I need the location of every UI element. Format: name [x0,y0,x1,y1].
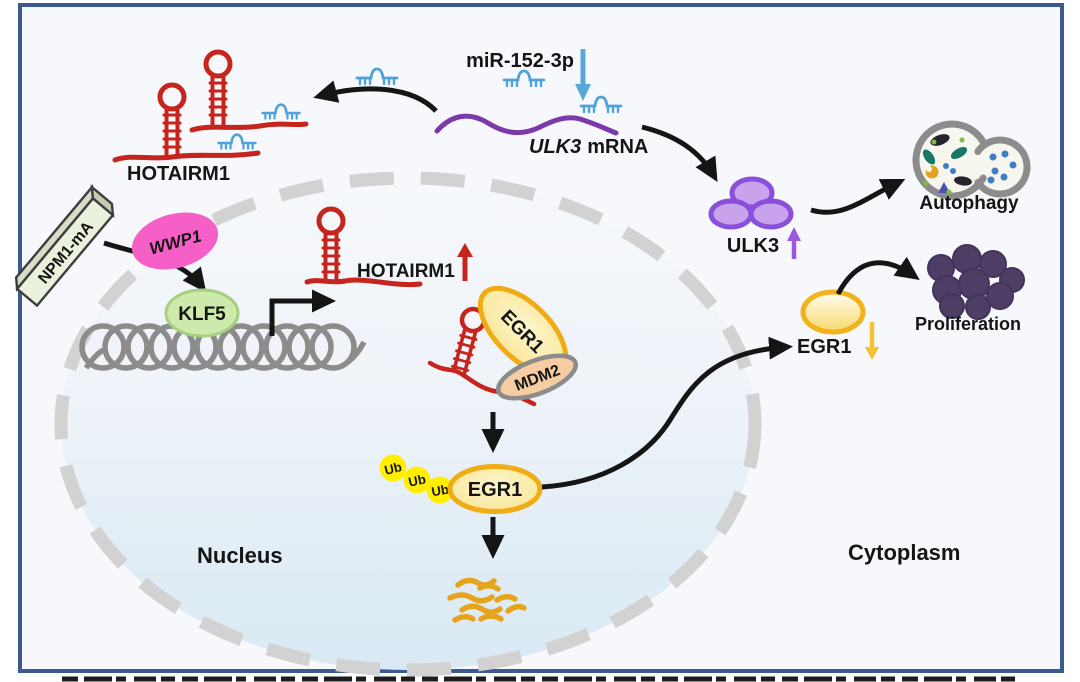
ulk3-protein [708,176,794,230]
egr1-down-arrow-icon [865,322,879,360]
egr1-complex-hairpin [427,306,537,407]
transcription-arrow [269,289,336,336]
ub-label: Ub [407,471,427,489]
hotairm1-nascent-label: HOTAIRM1 [357,261,455,282]
egr1-ub-label: EGR1 [468,479,522,501]
ub-icon [379,454,407,482]
mir152-down-arrow-icon [575,49,591,101]
egr1-bound-protein: EGR1 [477,285,569,377]
mrna-to-ulk3-arrow [641,124,718,183]
wwp1-protein: WWP1 [131,212,219,270]
egr1-cyto-label: EGR1 [797,336,851,358]
hotairm1-sponge-label: HOTAIRM1 [127,163,230,185]
ulk3-mrna-strand [434,113,619,136]
ub-icon [403,466,431,494]
egr1-export-arrow [541,336,793,490]
nucleus-label: Nucleus [197,543,283,568]
autophagy-label: Autophagy [919,193,1019,214]
klf5-label: KLF5 [178,304,226,325]
ulk3-protein-label: ULK3 [727,235,779,257]
ubiquitinated-egr1: Ub Ub Ub EGR1 [379,454,543,514]
ub-label: Ub [383,459,404,478]
mir-152-3p-label: miR-152-3p [466,50,574,72]
egr1-to-proliferation-arrow [835,256,920,296]
cytoplasm-label: Cytoplasm [848,540,960,565]
ub-icon [426,476,454,504]
ulk3-up-arrow-icon [787,227,801,259]
klf5-protein: KLF5 [164,288,240,338]
ulk3-to-autophagy-arrow [810,178,906,215]
hotairm1-up-arrow-icon [457,243,473,281]
mrna-to-hotairm1-arrow [313,80,438,113]
mdm2-protein: MDM2 [496,353,578,401]
autophagosome-icon [912,120,1031,200]
egr1-cyto-protein [800,289,866,335]
hotairm1-sponge [112,49,309,163]
ub-label: Ub [430,482,450,500]
proliferation-label: Proliferation [915,314,1021,334]
hotairm1-nascent [304,206,423,288]
degraded-protein-icon [447,577,527,623]
proliferation-cells-icon [927,244,1025,320]
